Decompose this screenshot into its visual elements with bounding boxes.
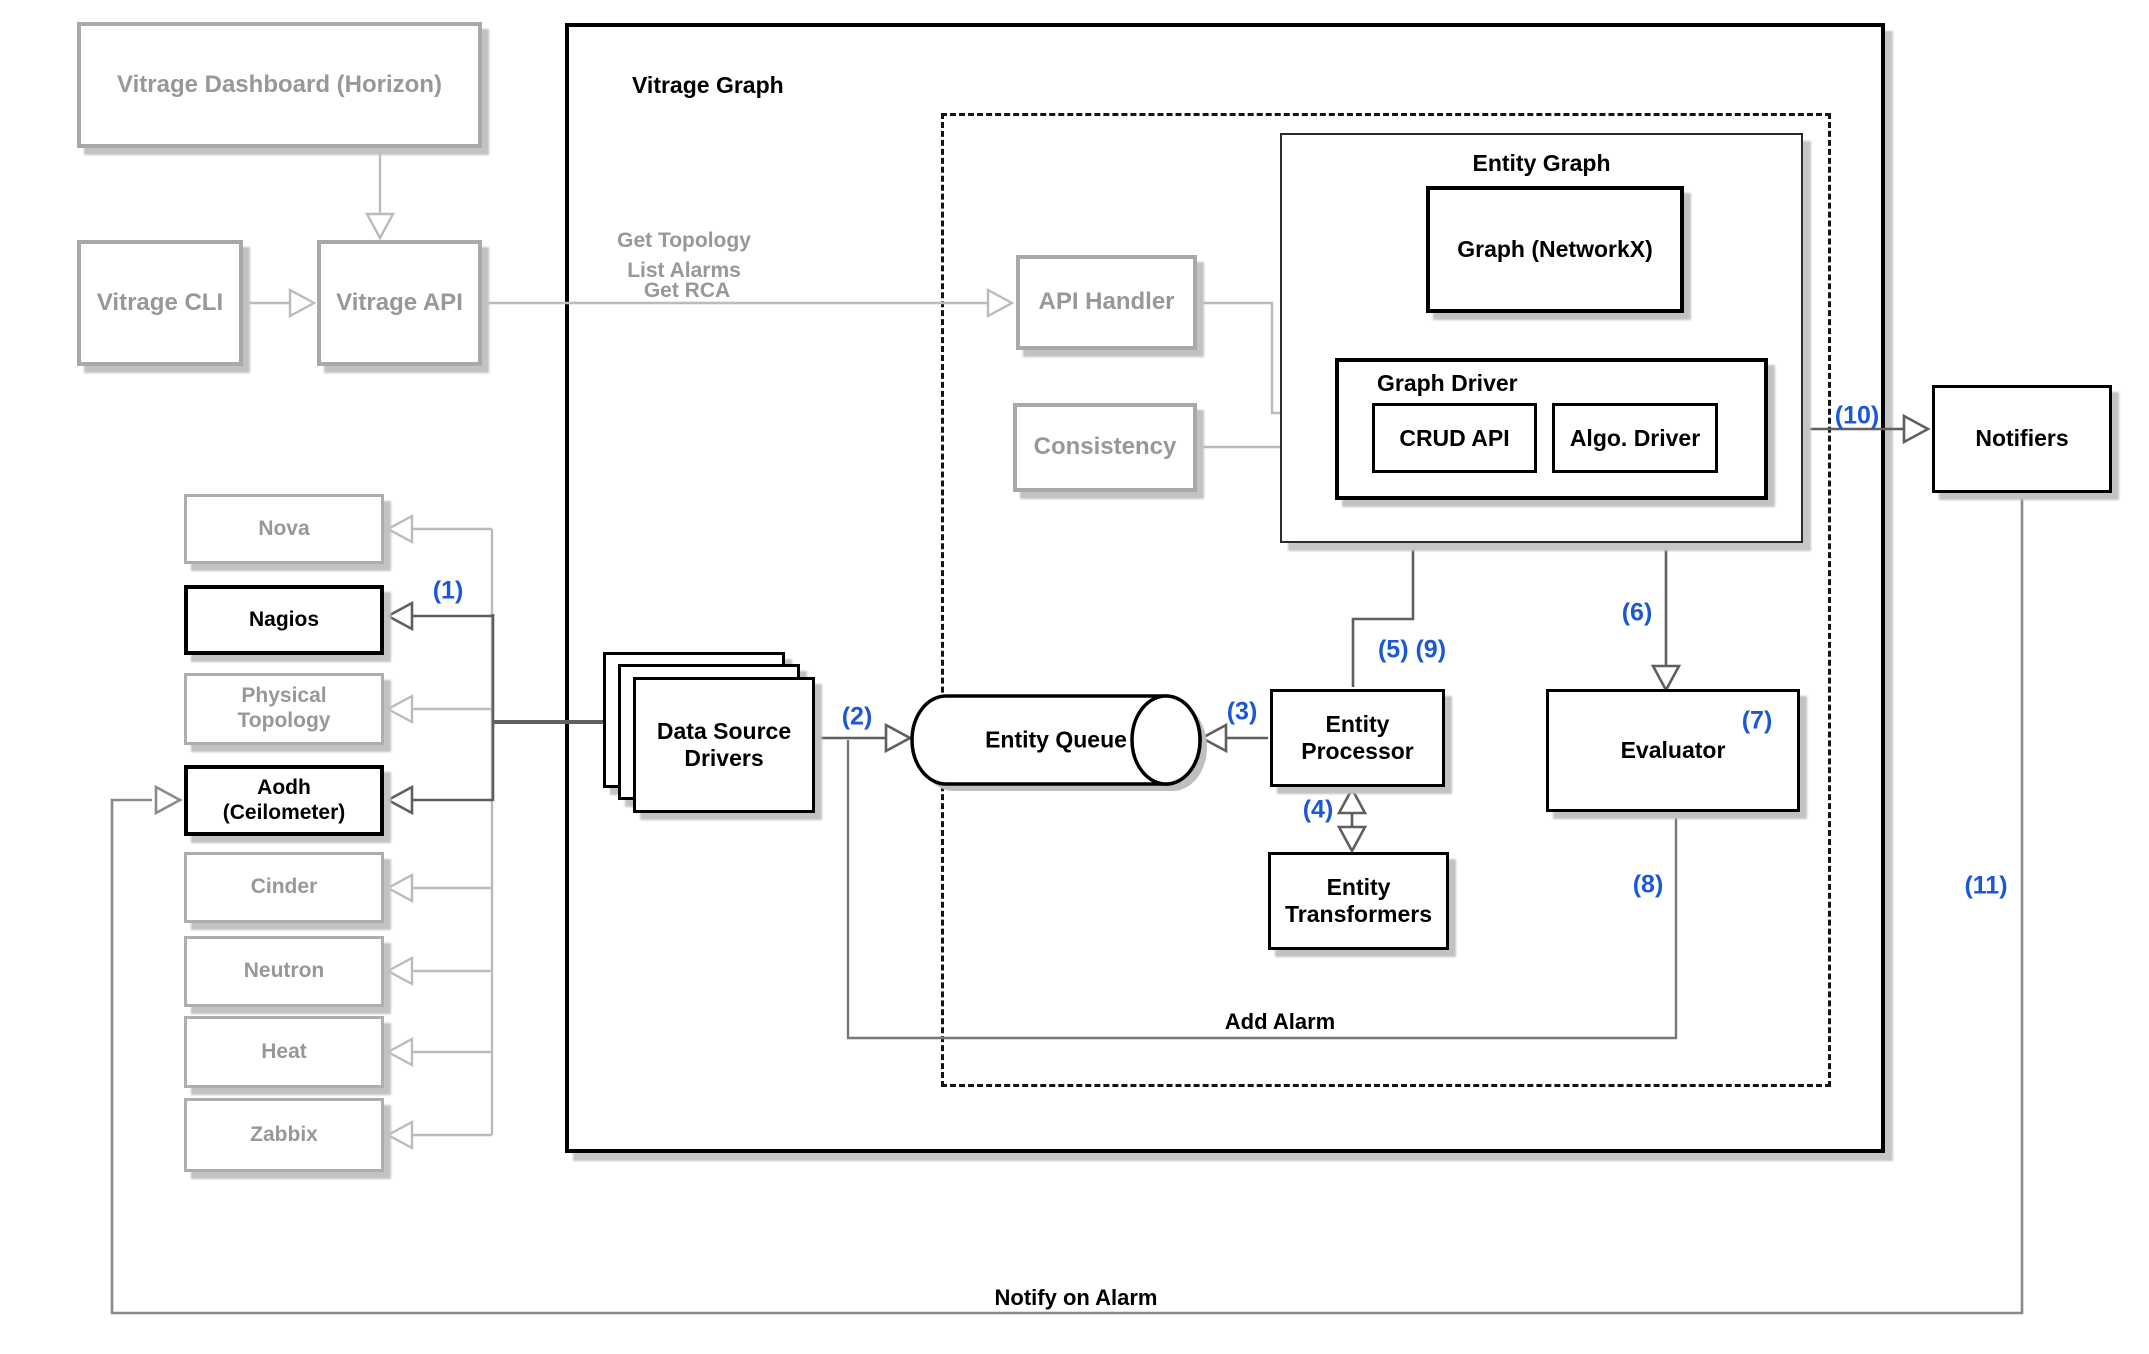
arrow-right-icon [1902, 413, 1931, 445]
crud-api-box: CRUD API [1372, 403, 1537, 473]
add-alarm-label: Add Alarm [1224, 1009, 1336, 1034]
datasource-nova-box: Nova [184, 494, 384, 564]
entity-graph-label: Entity Graph [1472, 150, 1611, 176]
data-source-drivers-box: Data Source Drivers [633, 677, 815, 813]
datasource-heat-box: Heat [184, 1016, 384, 1088]
datasource-label: Physical Topology [237, 684, 331, 732]
vitrage-cli-label: Vitrage CLI [96, 288, 224, 316]
list-alarms-label: List Alarms [627, 259, 741, 282]
datasource-label: Cinder [250, 875, 318, 899]
arrow-right-icon [288, 287, 317, 319]
datasource-label: Aodh (Ceilometer) [222, 775, 346, 824]
api-handler-label: API Handler [1038, 288, 1175, 316]
step-1: (1) [432, 576, 464, 605]
arrow-left-icon [385, 693, 414, 725]
step-4: (4) [1302, 795, 1334, 824]
datasource-physical-topology-box: Physical Topology [184, 673, 384, 745]
notifiers-label: Notifiers [1975, 425, 2069, 452]
vitrage-dashboard-label: Vitrage Dashboard (Horizon) [117, 70, 442, 98]
api-handler-box: API Handler [1016, 255, 1197, 350]
arrow-left-icon [385, 872, 414, 904]
datasource-label: Zabbix [250, 1122, 318, 1146]
vitrage-api-box: Vitrage API [317, 240, 482, 366]
entity-transformers-box: Entity Transformers [1268, 852, 1449, 950]
datasource-label: Nova [258, 516, 310, 540]
vitrage-dashboard-box: Vitrage Dashboard (Horizon) [77, 22, 482, 148]
consistency-label: Consistency [1033, 433, 1177, 461]
arrow-right-icon [154, 784, 183, 816]
step-5-9: (5) (9) [1377, 635, 1447, 664]
arrow-left-icon [385, 955, 414, 987]
vitrage-cli-box: Vitrage CLI [77, 240, 243, 366]
graph-networkx-label: Graph (NetworkX) [1457, 235, 1653, 262]
entity-processor-label: Entity Processor [1301, 710, 1414, 764]
datasource-label: Neutron [243, 959, 325, 983]
data-source-drivers-label: Data Source Drivers [656, 717, 792, 771]
datasource-label: Nagios [248, 607, 319, 631]
arrow-left-icon [385, 600, 414, 632]
graph-networkx-box: Graph (NetworkX) [1426, 186, 1684, 313]
consistency-box: Consistency [1013, 403, 1197, 492]
step-7: (7) [1741, 706, 1773, 735]
step-10: (10) [1834, 401, 1880, 430]
step-6: (6) [1621, 598, 1653, 627]
algo-driver-label: Algo. Driver [1569, 424, 1701, 451]
step-8: (8) [1632, 870, 1664, 899]
datasource-nagios-box: Nagios [184, 585, 384, 655]
get-topology-label: Get Topology [617, 229, 751, 252]
notifiers-box: Notifiers [1932, 385, 2112, 493]
vitrage-api-label: Vitrage API [336, 288, 463, 316]
arrow-down-icon [364, 212, 396, 241]
step-2: (2) [841, 702, 873, 731]
arrow-left-icon [385, 1119, 414, 1151]
evaluator-label: Evaluator [1620, 736, 1726, 763]
entity-queue-label: Entity Queue [985, 726, 1127, 753]
datasource-neutron-box: Neutron [184, 936, 384, 1007]
entity-transformers-label: Entity Transformers [1285, 873, 1433, 927]
arrow-left-icon [385, 784, 414, 816]
step-3: (3) [1226, 697, 1258, 726]
algo-driver-box: Algo. Driver [1552, 403, 1718, 473]
vitrage-graph-title: Vitrage Graph [632, 72, 784, 98]
notify-on-alarm-label: Notify on Alarm [994, 1285, 1158, 1310]
get-rca-label: Get RCA [643, 279, 731, 302]
crud-api-label: CRUD API [1399, 424, 1510, 451]
graph-driver-label: Graph Driver [1377, 370, 1518, 396]
evaluator-box: Evaluator [1546, 689, 1800, 812]
datasource-zabbix-box: Zabbix [184, 1098, 384, 1172]
datasource-label: Heat [261, 1039, 307, 1063]
step-11: (11) [1964, 871, 2008, 900]
arrow-left-icon [385, 1036, 414, 1068]
datasource-aodh-box: Aodh (Ceilometer) [184, 765, 384, 836]
datasource-cinder-box: Cinder [184, 852, 384, 923]
entity-processor-box: Entity Processor [1270, 689, 1445, 787]
arrow-left-icon [385, 513, 414, 545]
